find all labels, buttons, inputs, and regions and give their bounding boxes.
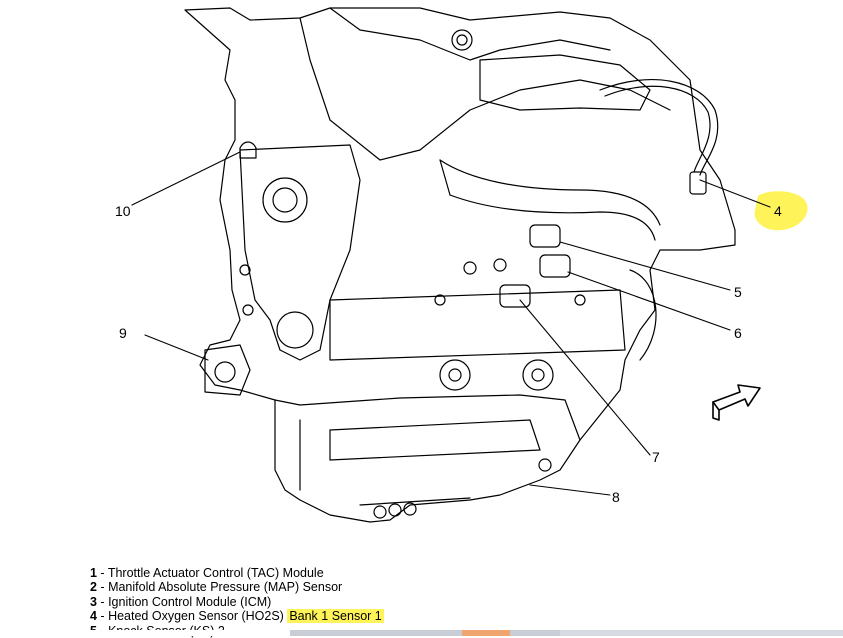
legend-item-separator: - xyxy=(96,580,109,595)
callout-4: 4 xyxy=(774,203,782,219)
strip-segment xyxy=(560,630,843,636)
callout-4-highlight xyxy=(754,191,808,231)
leader-lines xyxy=(131,151,771,496)
legend-item-number: 1 xyxy=(90,566,97,580)
engine-block-drawing xyxy=(184,7,736,523)
legend-item: 1 - Throttle Actuator Control (TAC) Modu… xyxy=(90,566,384,580)
callout-8: 8 xyxy=(612,489,620,505)
legend-item-label: Manifold Absolute Pressure (MAP) Sensor xyxy=(108,580,343,595)
strip-segment xyxy=(462,630,510,636)
strip-segment xyxy=(510,630,560,636)
legend-item-separator: - xyxy=(96,609,109,624)
legend-item-label: Ignition Control Module (ICM) xyxy=(108,594,272,609)
legend-item-label: Throttle Actuator Control (TAC) Module xyxy=(107,566,324,580)
engine-diagram: 4 5 6 7 8 9 10 xyxy=(115,7,808,523)
legend-item-label: Heated Oxygen Sensor (HO2S) xyxy=(108,609,288,624)
direction-arrow-icon xyxy=(712,384,761,421)
legend-item-number: 4 xyxy=(90,609,97,624)
legend-item-number: 3 xyxy=(90,594,97,609)
legend-item-separator: - xyxy=(96,566,108,580)
legend-item-highlight: Bank 1 Sensor 1 xyxy=(287,609,384,624)
callout-10: 10 xyxy=(115,203,131,219)
strip-segment xyxy=(0,630,290,636)
legend-item-separator: - xyxy=(96,594,109,609)
strip-segment xyxy=(290,630,462,636)
callout-9: 9 xyxy=(119,325,127,341)
legend-item-number: 2 xyxy=(90,580,97,595)
callout-6: 6 xyxy=(734,325,742,341)
callout-7: 7 xyxy=(652,449,660,465)
legend-item: 3 - Ignition Control Module (ICM) xyxy=(90,595,384,609)
callout-5: 5 xyxy=(734,284,742,300)
legend-item: 2 - Manifold Absolute Pressure (MAP) Sen… xyxy=(90,580,384,594)
bottom-toolbar-strip xyxy=(0,630,843,636)
legend-item: 4 - Heated Oxygen Sensor (HO2S) Bank 1 S… xyxy=(90,609,384,624)
parts-legend: 1 - Throttle Actuator Control (TAC) Modu… xyxy=(90,566,384,638)
